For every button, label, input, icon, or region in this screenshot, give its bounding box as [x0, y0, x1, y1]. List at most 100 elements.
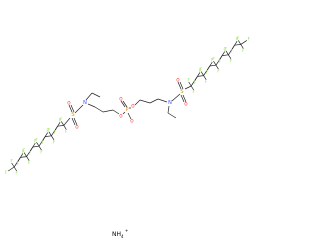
- fluorine-atom-label: F: [35, 138, 38, 143]
- fluorine-atom-label: F: [217, 69, 220, 74]
- ethyl-bond: [85, 92, 93, 101]
- c-f-bond: [42, 136, 46, 141]
- c-f-bond: [57, 122, 61, 127]
- fluorine-atom-label: F: [34, 139, 37, 144]
- chain-bond: [234, 44, 241, 46]
- c-f-bond: [238, 40, 242, 45]
- c-f-bond: [26, 156, 30, 161]
- s-o-bond: [73, 117, 78, 126]
- s-o-bond: [179, 81, 184, 90]
- fluorine-atom-label: F: [54, 130, 57, 135]
- c-f-bond: [23, 152, 27, 157]
- chain-bond: [45, 135, 52, 137]
- chain-bond: [63, 117, 71, 126]
- fluorine-atom-label: F: [242, 48, 245, 53]
- sulfur-atom-label: S: [180, 89, 183, 95]
- oxygen-atom-label: O: [131, 104, 134, 109]
- fluorine-atom-label: F: [236, 37, 239, 42]
- fluorine-atom-label: F: [248, 36, 250, 41]
- fluorine-atom-label: F: [53, 139, 56, 144]
- fluorine-atom-label: F: [225, 46, 228, 51]
- c-f-bond: [8, 166, 15, 172]
- s-o-bond: [70, 104, 75, 113]
- ethyl-bond: [167, 112, 177, 119]
- c-f-bond: [221, 51, 225, 56]
- c-f-bond: [228, 54, 232, 59]
- n-s-bond: [74, 104, 84, 114]
- fluorine-atom-label: F: [28, 160, 31, 165]
- oxygen-atom-label: O: [176, 78, 179, 83]
- chain-bond: [32, 145, 40, 148]
- c-f-bond: [20, 153, 24, 158]
- linker-bond: [139, 99, 151, 104]
- fluorine-atom-label: F: [212, 57, 215, 62]
- fluorine-atom-label: F: [47, 128, 50, 133]
- fluorine-atom-label: F: [224, 47, 227, 52]
- c-f-bond: [188, 81, 192, 87]
- nitrogen-atom-label: N: [168, 100, 172, 106]
- atom-labels: NSOOFFFFFFFFFFFFFFFFFFFPOOOONSOOFFFFFFFF…: [5, 36, 250, 176]
- fluorine-atom-label: F: [40, 150, 43, 155]
- oxygen-atom-label: O: [130, 119, 133, 124]
- fluorine-atom-label: F: [194, 80, 197, 85]
- c-f-bond: [234, 41, 238, 46]
- p-o-bond: [122, 100, 128, 108]
- fluorine-atom-label: F: [188, 78, 191, 83]
- bond-lines: [8, 40, 247, 172]
- chain-bond: [20, 156, 27, 158]
- fluorine-atom-label: F: [5, 170, 8, 175]
- c-f-bond: [197, 72, 201, 77]
- fluorine-atom-label: F: [193, 90, 196, 95]
- fluorine-atom-label: F: [205, 79, 208, 84]
- fluorine-atom-label: F: [206, 70, 209, 75]
- c-f-bond: [36, 142, 40, 147]
- fluorine-atom-label: F: [230, 58, 233, 63]
- linker-bond: [157, 98, 168, 103]
- fluorine-atom-label: F: [11, 159, 14, 164]
- phosphorus-atom-label: P: [125, 107, 128, 113]
- fluorine-atom-label: F: [48, 127, 51, 132]
- chain-bond: [197, 75, 204, 77]
- fluorine-atom-label: F: [42, 140, 45, 145]
- c-f-bond: [30, 146, 34, 152]
- oxygen-atom-label: O: [119, 97, 122, 102]
- p-o-bond: [120, 100, 126, 108]
- c-f-bond: [44, 132, 48, 137]
- fluorine-atom-label: F: [29, 151, 32, 156]
- c-f-bond: [200, 71, 204, 76]
- chain-bond: [209, 64, 217, 67]
- fluorine-atom-label: F: [219, 59, 222, 64]
- fluorine-atom-label: F: [211, 58, 214, 63]
- c-f-bond: [231, 45, 235, 50]
- linker-bond: [149, 98, 159, 104]
- chain-bond: [184, 85, 192, 90]
- c-f-bond: [54, 126, 58, 131]
- s-o-bond: [177, 81, 182, 90]
- oxygen-atom-label: O: [184, 102, 187, 107]
- c-f-bond: [194, 76, 198, 81]
- ammonium-counterion: NH 4 +: [112, 228, 128, 239]
- fluorine-atom-label: F: [237, 36, 240, 41]
- nitrogen-atom-label: N: [83, 100, 87, 106]
- p-o-bond: [127, 112, 132, 120]
- c-f-bond: [203, 75, 207, 80]
- oxygen-atom-label: O: [75, 125, 78, 130]
- c-f-bond: [207, 65, 211, 71]
- chain-bond: [222, 54, 229, 56]
- linker-bond: [94, 106, 104, 113]
- fluorine-atom-label: F: [60, 117, 63, 122]
- linker-bond: [102, 109, 114, 113]
- c-f-bond: [51, 135, 55, 140]
- fluorine-atom-label: F: [59, 118, 62, 123]
- c-f-bond: [215, 65, 219, 70]
- linker-bond: [112, 109, 120, 115]
- c-f-bond: [38, 146, 42, 151]
- c-f-bond: [13, 166, 17, 172]
- c-f-bond: [213, 61, 217, 66]
- fluorine-atom-label: F: [16, 171, 19, 176]
- linker-bond: [87, 103, 96, 108]
- ammonium-charge: +: [125, 228, 128, 233]
- c-f-bond: [32, 142, 36, 148]
- oxygen-atom-label: O: [67, 101, 70, 106]
- c-f-bond: [190, 85, 194, 91]
